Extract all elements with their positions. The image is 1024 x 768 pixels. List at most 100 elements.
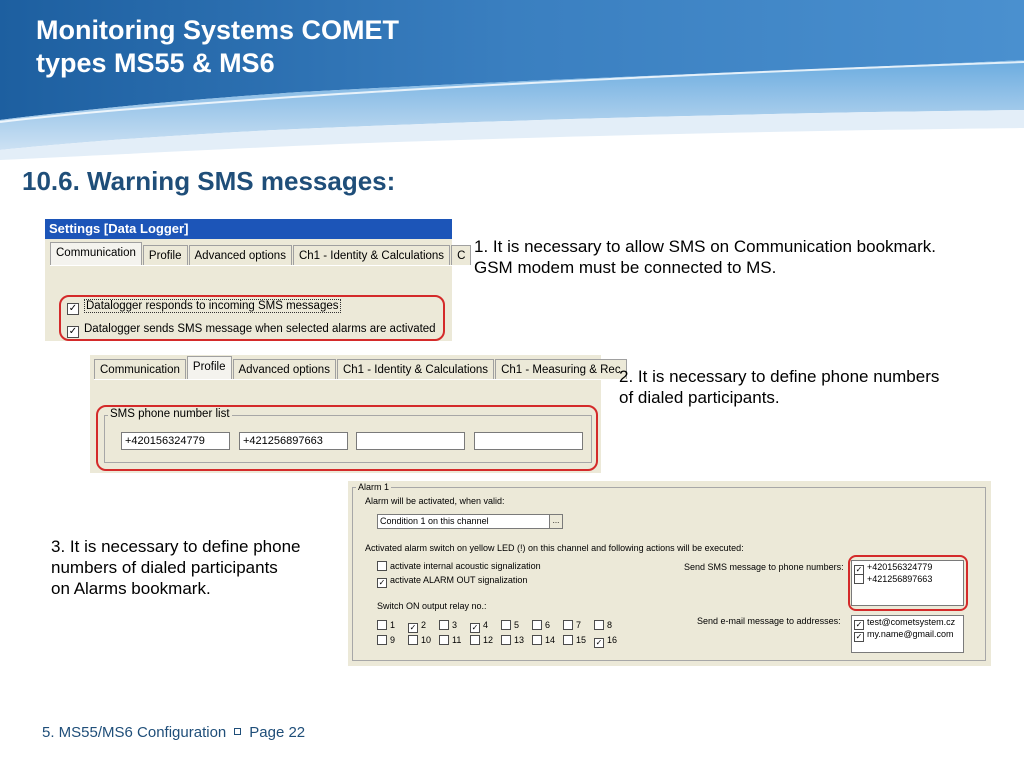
section-heading: 10.6. Warning SMS messages: bbox=[22, 166, 396, 196]
tab-divider bbox=[50, 265, 452, 266]
sms-incoming-label: Datalogger responds to incoming SMS mess… bbox=[84, 299, 341, 313]
checkbox-unchecked-icon[interactable] bbox=[439, 635, 449, 645]
checkbox-checked-icon[interactable]: ✓ bbox=[408, 623, 418, 633]
checkbox-unchecked-icon[interactable] bbox=[594, 620, 604, 630]
tab-profile[interactable]: Profile bbox=[186, 356, 232, 379]
tab-strip: Communication Profile Advanced options C… bbox=[50, 242, 472, 265]
relay-number: 9 bbox=[390, 635, 396, 645]
phone-field-2[interactable]: +421256897663 bbox=[239, 432, 348, 450]
relay-option-1[interactable]: 1 bbox=[377, 620, 395, 630]
email-item[interactable]: ✓my.name@gmail.com bbox=[852, 628, 963, 642]
email-item[interactable]: ✓test@cometsystem.cz bbox=[852, 616, 963, 630]
relay-option-5[interactable]: 5 bbox=[501, 620, 519, 630]
instruction-3: 3. It is necessary to define phone numbe… bbox=[51, 537, 301, 598]
sms-alarm-option[interactable]: ✓Datalogger sends SMS message when selec… bbox=[67, 323, 436, 338]
communication-screenshot: Settings [Data Logger] Communication Pro… bbox=[45, 219, 472, 341]
relay-number: 6 bbox=[545, 620, 551, 630]
relay-number: 2 bbox=[421, 620, 427, 630]
tab-communication[interactable]: Communication bbox=[50, 242, 142, 265]
checkbox-unchecked-icon[interactable] bbox=[377, 635, 387, 645]
checkbox-checked-icon[interactable]: ✓ bbox=[67, 303, 79, 315]
checkbox-unchecked-icon[interactable] bbox=[470, 635, 480, 645]
checkbox-unchecked-icon[interactable] bbox=[501, 635, 511, 645]
relay-option-15[interactable]: 15 bbox=[563, 635, 586, 645]
tab-ch1-identity[interactable]: Ch1 - Identity & Calculations bbox=[336, 359, 495, 379]
alarm-out-label: activate ALARM OUT signalization bbox=[390, 575, 528, 585]
switch-label: Activated alarm switch on yellow LED (!)… bbox=[365, 543, 744, 553]
phone-field-1[interactable]: +420156324779 bbox=[121, 432, 230, 450]
relay-number: 16 bbox=[607, 635, 618, 645]
tab-advanced-options[interactable]: Advanced options bbox=[188, 245, 292, 265]
checkbox-unchecked-icon[interactable] bbox=[377, 620, 387, 630]
checkbox-checked-icon[interactable]: ✓ bbox=[854, 632, 864, 642]
slide-title: Monitoring Systems COMET types MS55 & MS… bbox=[36, 14, 399, 80]
highlight-box bbox=[59, 295, 445, 341]
relay-number: 4 bbox=[483, 620, 489, 630]
tab-ch1-measuring[interactable]: Ch1 - Measuring & Rec bbox=[495, 359, 627, 379]
sms-numbers-list[interactable]: ✓+420156324779 +421256897663 bbox=[851, 560, 964, 606]
relay-option-4[interactable]: ✓4 bbox=[470, 620, 488, 633]
condition-browse-button[interactable]: ... bbox=[549, 514, 563, 529]
alarm-1-group-label: Alarm 1 bbox=[356, 482, 392, 492]
relay-number: 10 bbox=[421, 635, 432, 645]
acoustic-option[interactable]: activate internal acoustic signalization bbox=[377, 561, 541, 571]
tab-communication[interactable]: Communication bbox=[94, 359, 186, 379]
sms-alarm-label: Datalogger sends SMS message when select… bbox=[84, 323, 436, 335]
relay-label: Switch ON output relay no.: bbox=[377, 601, 487, 611]
sms-phone-group-label: SMS phone number list bbox=[108, 408, 232, 420]
tab-advanced-options[interactable]: Advanced options bbox=[232, 359, 336, 379]
relay-option-14[interactable]: 14 bbox=[532, 635, 555, 645]
footer-page: Page 22 bbox=[249, 724, 306, 741]
email-value: test@cometsystem.cz bbox=[867, 617, 956, 627]
checkbox-checked-icon[interactable]: ✓ bbox=[854, 620, 864, 630]
phone-field-3[interactable] bbox=[356, 432, 465, 450]
sms-numbers-label: Send SMS message to phone numbers: bbox=[684, 562, 844, 572]
relay-number: 14 bbox=[545, 635, 556, 645]
checkbox-unchecked-icon[interactable] bbox=[563, 620, 573, 630]
sms-incoming-option[interactable]: ✓ Datalogger responds to incoming SMS mes… bbox=[67, 299, 341, 315]
relay-option-13[interactable]: 13 bbox=[501, 635, 524, 645]
relay-option-8[interactable]: 8 bbox=[594, 620, 612, 630]
condition-select[interactable]: Condition 1 on this channel bbox=[377, 514, 550, 529]
checkbox-checked-icon[interactable]: ✓ bbox=[594, 638, 604, 648]
relay-number: 13 bbox=[514, 635, 525, 645]
window-title: Settings [Data Logger] bbox=[45, 219, 452, 239]
relay-option-10[interactable]: 10 bbox=[408, 635, 431, 645]
title-line-1: Monitoring Systems COMET bbox=[36, 15, 400, 45]
email-list[interactable]: ✓test@cometsystem.cz ✓my.name@gmail.com bbox=[851, 615, 964, 653]
relay-option-6[interactable]: 6 bbox=[532, 620, 550, 630]
tab-more[interactable]: C bbox=[451, 245, 472, 265]
tab-profile[interactable]: Profile bbox=[142, 245, 188, 265]
acoustic-label: activate internal acoustic signalization bbox=[390, 561, 541, 571]
checkbox-unchecked-icon[interactable] bbox=[563, 635, 573, 645]
relay-number: 7 bbox=[576, 620, 582, 630]
relay-option-7[interactable]: 7 bbox=[563, 620, 581, 630]
instruction-1: 1. It is necessary to allow SMS on Commu… bbox=[474, 237, 937, 277]
alarms-screenshot: Alarm 1 Alarm will be activated, when va… bbox=[348, 481, 991, 666]
relay-option-12[interactable]: 12 bbox=[470, 635, 493, 645]
checkbox-unchecked-icon[interactable] bbox=[532, 620, 542, 630]
relay-option-9[interactable]: 9 bbox=[377, 635, 395, 645]
checkbox-unchecked-icon[interactable] bbox=[854, 574, 864, 584]
checkbox-checked-icon[interactable]: ✓ bbox=[377, 578, 387, 588]
relay-number: 8 bbox=[607, 620, 613, 630]
footer-section: 5. MS55/MS6 Configuration bbox=[42, 724, 227, 741]
checkbox-unchecked-icon[interactable] bbox=[532, 635, 542, 645]
banner-background bbox=[0, 0, 1024, 160]
condition-label: Alarm will be activated, when valid: bbox=[365, 496, 505, 506]
relay-option-11[interactable]: 11 bbox=[439, 635, 461, 645]
checkbox-unchecked-icon[interactable] bbox=[377, 561, 387, 571]
phone-field-4[interactable] bbox=[474, 432, 583, 450]
tab-ch1-identity[interactable]: Ch1 - Identity & Calculations bbox=[292, 245, 451, 265]
checkbox-unchecked-icon[interactable] bbox=[408, 635, 418, 645]
sms-number-item[interactable]: +421256897663 bbox=[852, 573, 963, 585]
highlight-box bbox=[848, 555, 968, 611]
checkbox-checked-icon[interactable]: ✓ bbox=[470, 623, 480, 633]
relay-number: 3 bbox=[452, 620, 458, 630]
relay-option-2[interactable]: ✓2 bbox=[408, 620, 426, 633]
checkbox-unchecked-icon[interactable] bbox=[439, 620, 449, 630]
alarm-out-option[interactable]: ✓activate ALARM OUT signalization bbox=[377, 575, 527, 588]
relay-option-16[interactable]: ✓16 bbox=[594, 635, 617, 648]
checkbox-unchecked-icon[interactable] bbox=[501, 620, 511, 630]
relay-option-3[interactable]: 3 bbox=[439, 620, 457, 630]
